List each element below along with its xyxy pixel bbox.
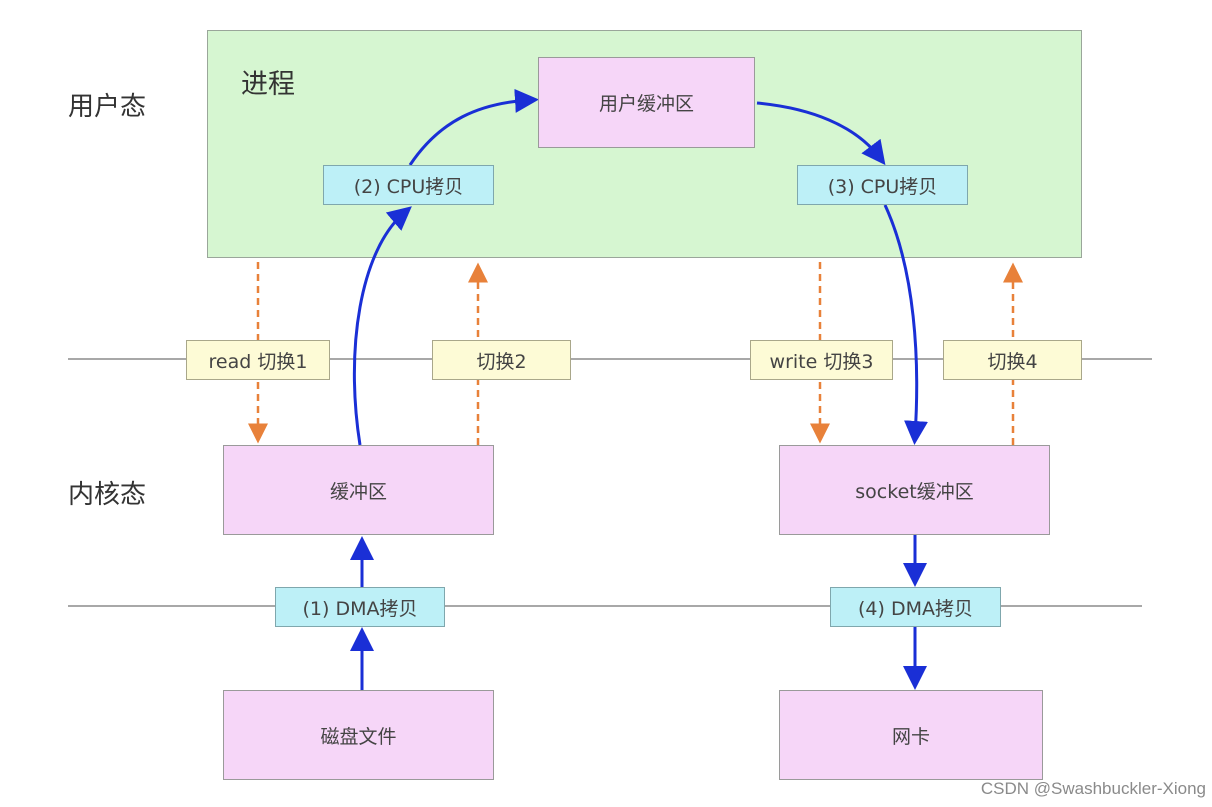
cpu3-arrow-upper <box>756 101 886 166</box>
cpu2-arrow-lower <box>352 206 412 446</box>
switch-4: 切换4 <box>943 340 1082 380</box>
user-buffer-box: 用户缓冲区 <box>538 57 755 148</box>
hardware-boundary-line <box>68 605 1142 607</box>
cpu-copy-2: (2) CPU拷贝 <box>323 165 494 205</box>
socket-buffer-box: socket缓冲区 <box>779 445 1050 535</box>
cpu2-arrow-upper <box>408 88 539 166</box>
kernel-buffer-box: 缓冲区 <box>223 445 494 535</box>
kernel-mode-label: 内核态 <box>68 480 147 510</box>
mode-boundary-line <box>68 358 1152 360</box>
disk-file-box: 磁盘文件 <box>223 690 494 780</box>
nic-box: 网卡 <box>779 690 1043 780</box>
cpu3-arrow-lower <box>883 204 928 445</box>
cpu-copy-3: (3) CPU拷贝 <box>797 165 968 205</box>
dma-copy-1: (1) DMA拷贝 <box>275 587 445 627</box>
user-mode-label: 用户态 <box>68 92 147 122</box>
switch-1: read 切换1 <box>186 340 330 380</box>
process-label: 进程 <box>241 69 295 100</box>
watermark: CSDN @Swashbuckler-Xiong <box>980 779 1206 798</box>
dma-copy-4: (4) DMA拷贝 <box>830 587 1001 627</box>
switch-2: 切换2 <box>432 340 571 380</box>
switch-3: write 切换3 <box>750 340 893 380</box>
